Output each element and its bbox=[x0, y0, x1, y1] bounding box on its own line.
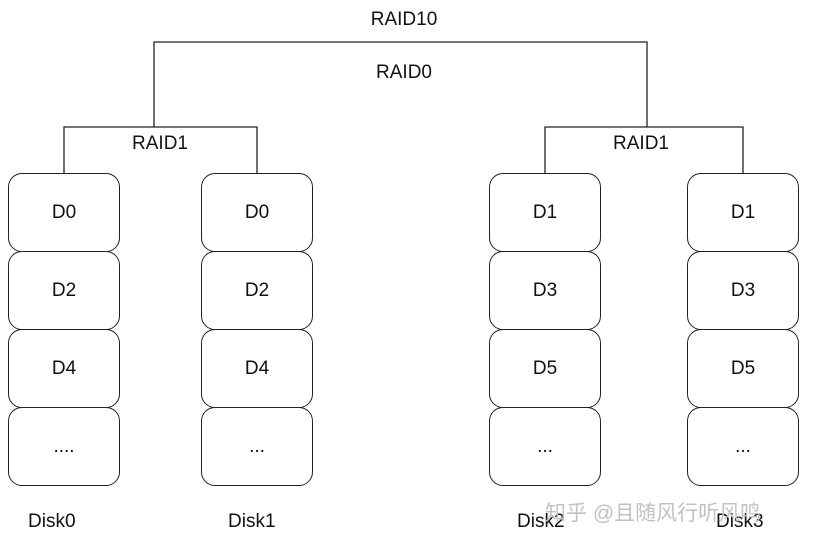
disk-block: D3 bbox=[489, 251, 601, 330]
disk-block: D0 bbox=[201, 173, 313, 252]
disk-label: Disk1 bbox=[228, 511, 276, 532]
disk-block: D4 bbox=[8, 329, 120, 408]
disk-block: ... bbox=[489, 407, 601, 486]
disk-label: Disk3 bbox=[716, 511, 764, 532]
watermark: 知乎 @且随风行听风鸣 bbox=[545, 497, 761, 527]
disk-label: Disk0 bbox=[28, 511, 76, 532]
raid10-label: RAID10 bbox=[370, 9, 438, 30]
raid1-left-bracket bbox=[63, 126, 258, 173]
raid0-bracket bbox=[153, 41, 648, 127]
disk-block: D2 bbox=[201, 251, 313, 330]
disk-block: D5 bbox=[687, 329, 799, 408]
disk-block: D0 bbox=[8, 173, 120, 252]
raid1-left-label: RAID1 bbox=[132, 133, 188, 154]
disk-block: D5 bbox=[489, 329, 601, 408]
disk-block: D3 bbox=[687, 251, 799, 330]
disk-block: ... bbox=[687, 407, 799, 486]
disk-block: ... bbox=[201, 407, 313, 486]
disk-block: .... bbox=[8, 407, 120, 486]
disk-block: D4 bbox=[201, 329, 313, 408]
watermark-text: 知乎 @且随风行听风鸣 bbox=[545, 502, 762, 525]
disk-block: D2 bbox=[8, 251, 120, 330]
raid0-label: RAID0 bbox=[376, 62, 432, 83]
raid1-right-label: RAID1 bbox=[613, 133, 669, 154]
raid1-right-bracket bbox=[544, 126, 744, 173]
disk-block: D1 bbox=[687, 173, 799, 252]
disk-label: Disk2 bbox=[517, 511, 565, 532]
disk-block: D1 bbox=[489, 173, 601, 252]
